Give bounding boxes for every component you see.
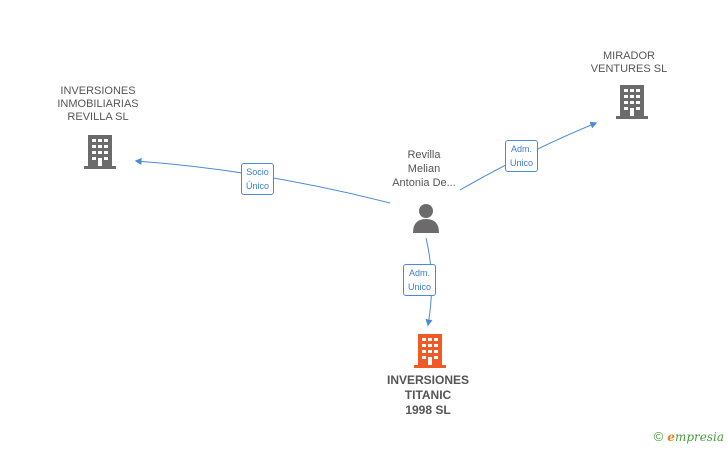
- brand-initial: e: [667, 430, 675, 444]
- person-icon[interactable]: [412, 203, 440, 238]
- label-line: 1998 SL: [405, 403, 451, 417]
- node-label-inmobiliarias[interactable]: INVERSIONES INMOBILIARIAS REVILLA SL: [43, 85, 153, 124]
- edge-tag-line: Adm.: [511, 144, 533, 154]
- label-line: INVERSIONES: [386, 373, 470, 387]
- edge-tag-line: Adm.: [409, 268, 431, 278]
- label-line: Revilla: [407, 149, 441, 161]
- building-icon[interactable]: [414, 334, 446, 373]
- edge-tag-line: Único: [246, 181, 270, 191]
- label-line: Antonia De...: [392, 177, 456, 189]
- building-icon[interactable]: [84, 135, 116, 174]
- label-line: VENTURES SL: [590, 63, 668, 75]
- edge-tag-line: Unico: [510, 158, 534, 168]
- label-line: Melian: [407, 163, 441, 175]
- node-label-person[interactable]: Revilla Melian Antonia De...: [369, 148, 479, 190]
- label-line: INMOBILIARIAS: [57, 98, 139, 110]
- label-line: TITANIC: [404, 388, 452, 402]
- edge-tag-line: Socio: [246, 167, 269, 177]
- node-label-mirador[interactable]: MIRADOR VENTURES SL: [574, 50, 684, 76]
- edge-tag-adm-unico-mirador[interactable]: Adm. Unico: [505, 140, 539, 172]
- node-label-titanic[interactable]: INVERSIONES TITANIC 1998 SL: [368, 373, 488, 418]
- empresia-logo: ©empresia: [654, 429, 724, 444]
- edge-tag-adm-unico-titanic[interactable]: Adm. Unico: [403, 264, 437, 296]
- edge-tag-socio-unico[interactable]: Socio Único: [241, 163, 275, 195]
- edge-tag-line: Unico: [408, 282, 432, 292]
- label-line: REVILLA SL: [67, 111, 129, 123]
- label-line: INVERSIONES: [60, 85, 136, 97]
- copyright-icon: ©: [653, 429, 664, 444]
- brand-name: mpresia: [674, 430, 724, 444]
- building-icon[interactable]: [616, 85, 648, 124]
- label-line: MIRADOR: [603, 50, 655, 62]
